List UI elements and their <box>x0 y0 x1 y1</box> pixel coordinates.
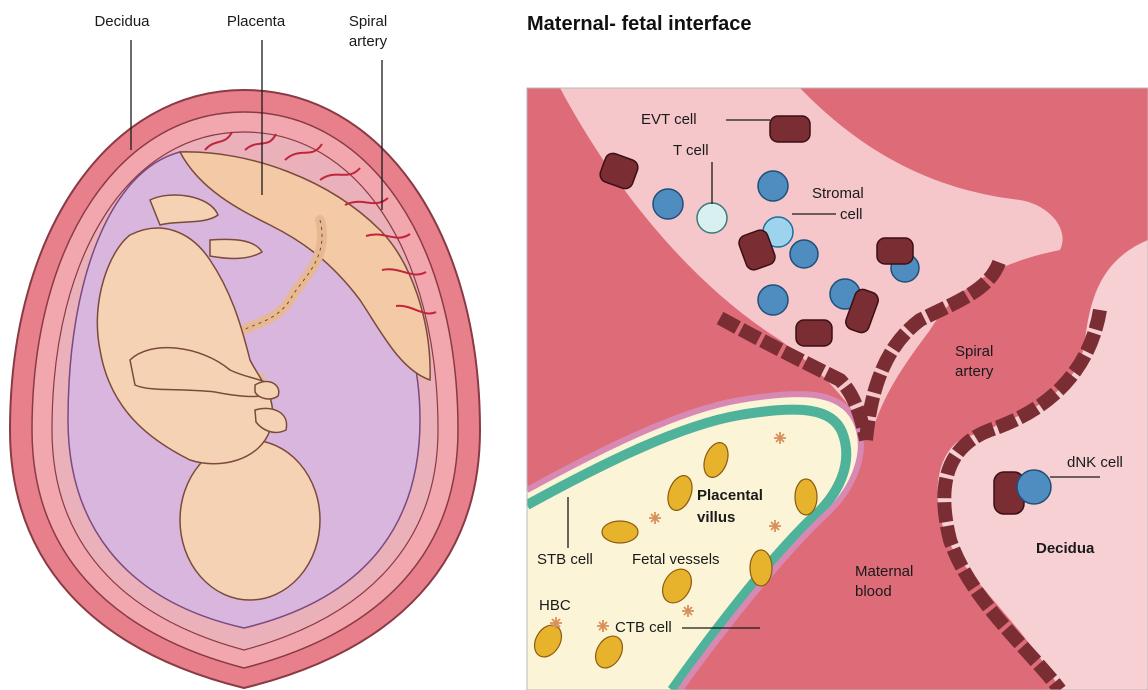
label-ctb-cell: CTB cell <box>615 619 672 636</box>
interface-illustration <box>527 88 1148 690</box>
t-cell <box>697 203 727 233</box>
label-fetal-vessels: Fetal vessels <box>632 551 720 568</box>
label-hbc: HBC <box>539 597 571 614</box>
label-stb-cell: STB cell <box>537 551 593 568</box>
label-dnk-cell: dNK cell <box>1067 454 1123 471</box>
label-evt-cell: EVT cell <box>641 111 697 128</box>
label-placenta: Placenta <box>227 13 286 30</box>
label-spiral-artery-line1: Spiral <box>349 13 387 30</box>
label-maternal-line2: blood <box>855 583 892 600</box>
label-maternal-line1: Maternal <box>855 563 913 580</box>
uterus-illustration <box>10 90 480 688</box>
label-stromal-line1: Stromal <box>812 185 864 202</box>
label-spiral-line1: Spiral <box>955 343 993 360</box>
label-placental-villus-line1: Placental <box>697 487 763 504</box>
panel-title: Maternal- fetal interface <box>527 13 752 35</box>
label-spiral-artery-line2: artery <box>349 33 388 50</box>
label-t-cell: T cell <box>673 142 709 159</box>
label-placental-villus-line2: villus <box>697 509 735 526</box>
label-decidua-right: Decidua <box>1036 540 1095 557</box>
label-stromal-line2: cell <box>840 206 863 223</box>
label-decidua: Decidua <box>94 13 150 30</box>
label-spiral-line2: artery <box>955 363 994 380</box>
